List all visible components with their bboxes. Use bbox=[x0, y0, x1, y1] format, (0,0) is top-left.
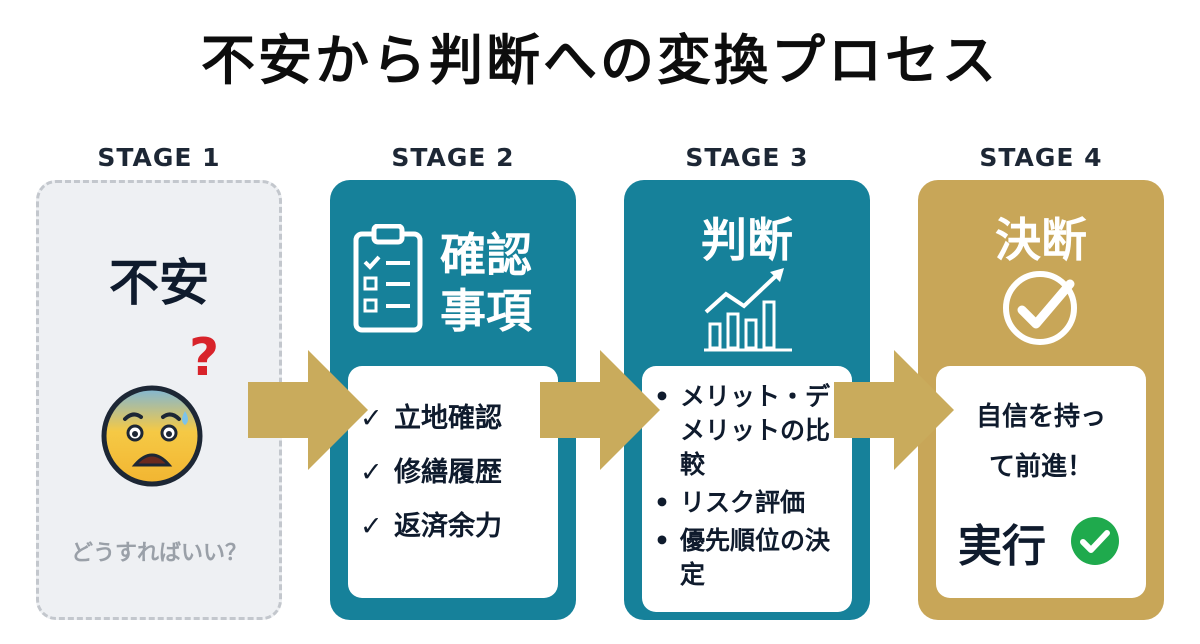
check-item-label: 立地確認 bbox=[394, 403, 502, 434]
page-title: 不安から判断への変換プロセス bbox=[201, 29, 999, 92]
check-list: ✓立地確認 ✓ 修繕履歴 ✓ 返済余力 bbox=[360, 392, 502, 554]
check-item-label: 返済余力 bbox=[394, 511, 502, 542]
stage-3-heading: 判断 bbox=[701, 213, 793, 267]
stage-2-inner-panel bbox=[348, 366, 558, 598]
check-item-label: 修繕履歴 bbox=[394, 457, 502, 488]
stage-4-heading: 決断 bbox=[995, 213, 1087, 267]
list-item: ✓ 修繕履歴 bbox=[360, 446, 502, 500]
clipboard-checklist-icon bbox=[353, 224, 423, 333]
list-item: • 優先順位の決定 bbox=[654, 524, 844, 592]
arrow-right-icon bbox=[540, 350, 660, 470]
list-item: • メリット・デメリットの比較 bbox=[654, 380, 844, 482]
question-mark-icon: ? bbox=[189, 328, 220, 388]
stage-3-card: 判断 • メリット・デメリットの比較 • リスク評価 • 優先順位の決定 bbox=[624, 180, 870, 620]
stage-1-heading: 不安 bbox=[109, 254, 209, 312]
stage-4-message-line2: て前進！ bbox=[988, 452, 1093, 482]
stage-3-label: STAGE 3 bbox=[685, 143, 809, 172]
checkmark-circle-icon bbox=[1003, 271, 1077, 345]
bullet-list: • メリット・デメリットの比較 • リスク評価 • 優先順位の決定 bbox=[654, 380, 844, 596]
list-item: ✓立地確認 bbox=[360, 392, 502, 446]
stage-4-action: 実行 bbox=[958, 521, 1046, 572]
bullet-item-label: 優先順位の決定 bbox=[680, 526, 831, 589]
stage-4-inner-panel bbox=[936, 366, 1146, 598]
anxious-face-icon bbox=[101, 385, 203, 487]
stage-2-label: STAGE 2 bbox=[391, 143, 515, 172]
list-item: • リスク評価 bbox=[654, 486, 844, 520]
stage-1-card: 不安 ? どうすればいい？ bbox=[36, 180, 282, 620]
stage-2-card: 確認 事項 ✓立地確認 ✓ 修繕履歴 ✓ 返済余力 bbox=[330, 180, 576, 620]
stage-3-inner-panel bbox=[642, 366, 852, 612]
stage-1-label: STAGE 1 bbox=[97, 143, 221, 172]
arrow-right-icon bbox=[248, 350, 368, 470]
green-check-icon bbox=[1071, 517, 1119, 565]
bullet-item-label: リスク評価 bbox=[680, 488, 806, 517]
bullet-icon: • bbox=[654, 526, 670, 555]
stage-4-label: STAGE 4 bbox=[979, 143, 1103, 172]
arrow-right-icon bbox=[834, 350, 954, 470]
check-icon: ✓ bbox=[360, 511, 383, 542]
stage-4-message-line1: 自信を持っ bbox=[975, 402, 1106, 432]
stage-2-heading-line2: 事項 bbox=[440, 284, 532, 338]
bullet-icon: • bbox=[654, 488, 670, 517]
stage-1-caption: どうすればいい？ bbox=[70, 541, 247, 566]
stage-2-heading-line1: 確認 bbox=[440, 228, 532, 282]
stage-4-card: 決断 自信を持っ て前進！ 実行 bbox=[918, 180, 1164, 620]
check-icon: ✓ bbox=[360, 457, 383, 488]
bullet-icon: • bbox=[654, 382, 670, 411]
growth-chart-icon bbox=[704, 268, 792, 352]
bullet-item-label: メリット・デメリットの比較 bbox=[680, 382, 831, 479]
list-item: ✓ 返済余力 bbox=[360, 500, 502, 554]
